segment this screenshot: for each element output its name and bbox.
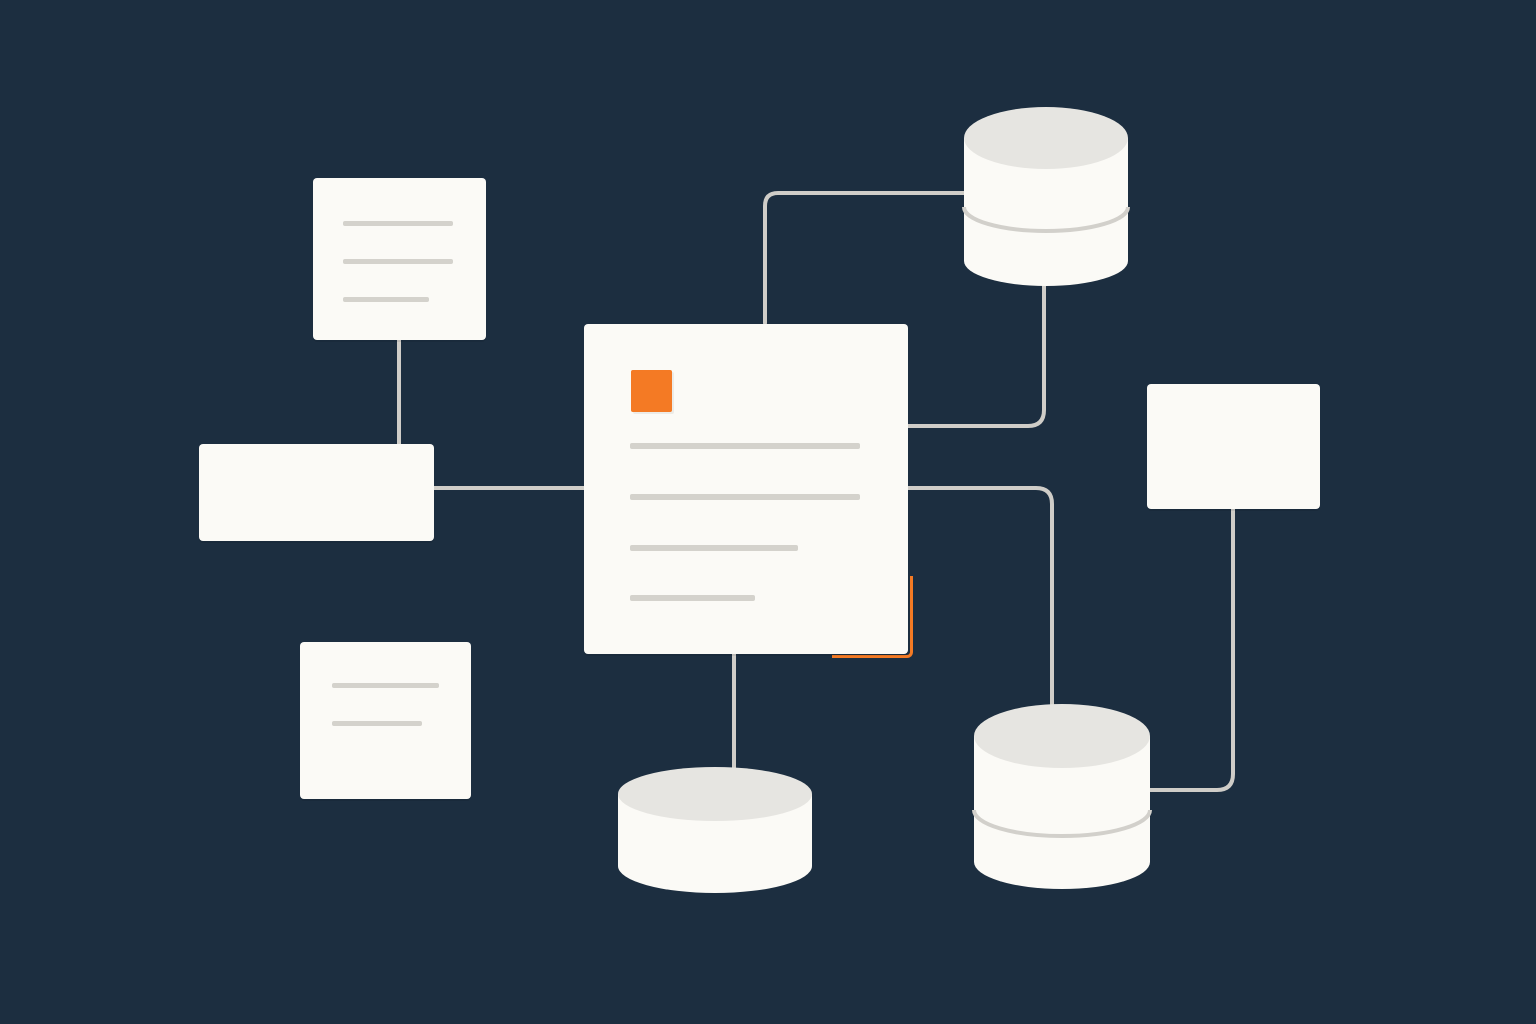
- text-line: [630, 545, 798, 551]
- bottom-right-database-icon: [972, 704, 1152, 889]
- text-line: [630, 494, 860, 500]
- left-box: [199, 444, 434, 541]
- accent-square-icon: [631, 370, 672, 412]
- edge-central-card-to-top-database: [763, 191, 966, 325]
- central-card: [584, 324, 908, 654]
- text-line: [332, 683, 439, 688]
- top-database-icon: [962, 107, 1130, 286]
- text-line: [332, 721, 422, 726]
- right-box: [1147, 384, 1320, 509]
- text-line: [343, 297, 429, 302]
- text-line: [630, 443, 860, 449]
- edge-right-box-to-bottom-right-database: [1146, 506, 1235, 792]
- bottom-center-database-icon: [618, 767, 812, 893]
- text-line: [343, 259, 453, 264]
- central-card-accent-edge: [832, 576, 913, 658]
- text-line: [630, 595, 755, 601]
- edge-top-database-to-central-card: [906, 283, 1046, 428]
- top-left-card: [313, 178, 486, 340]
- text-line: [343, 221, 453, 226]
- edge-central-card-to-bottom-right-database: [906, 486, 1054, 706]
- bottom-left-card: [300, 642, 471, 799]
